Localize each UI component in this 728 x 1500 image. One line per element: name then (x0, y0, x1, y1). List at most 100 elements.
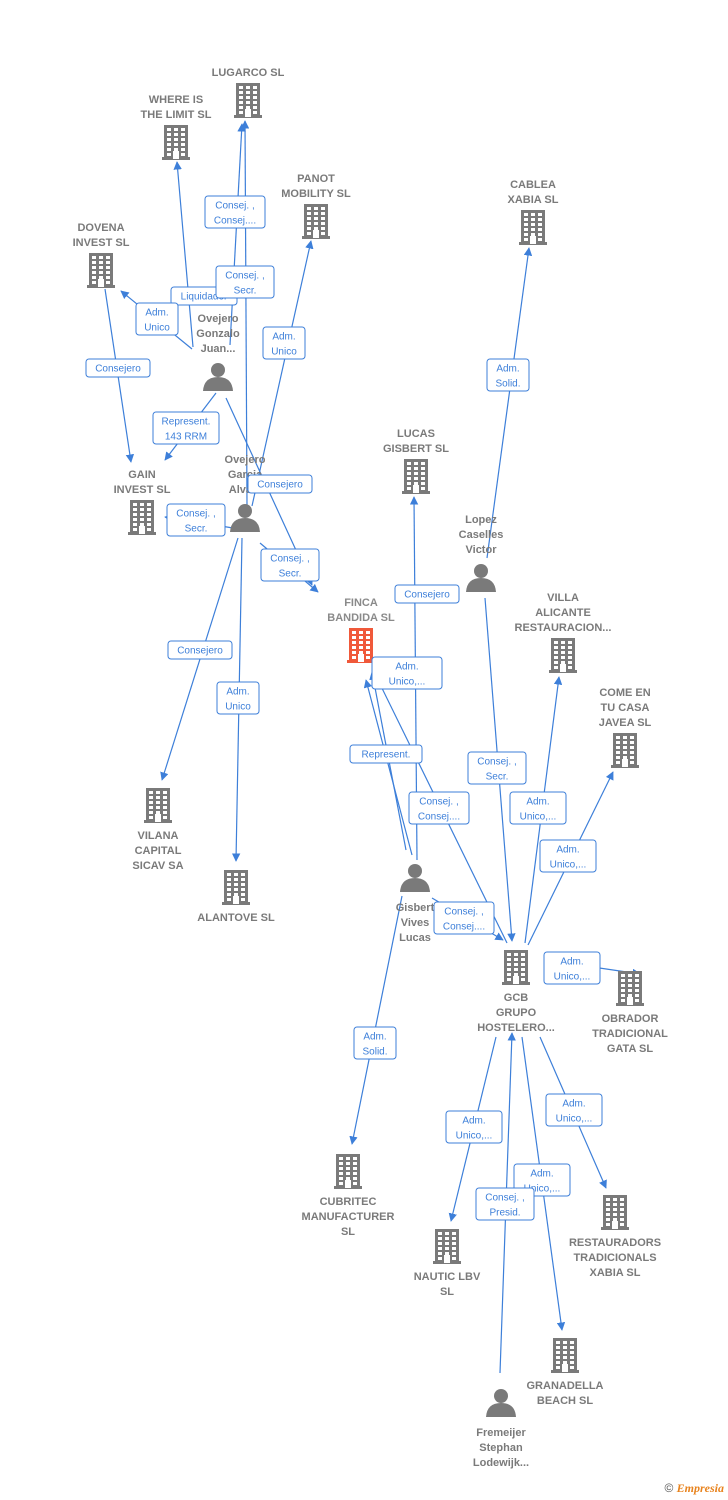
company-icon (519, 210, 547, 245)
relation-label[interactable]: Consejero (394, 584, 460, 604)
relation-label-box[interactable] (349, 744, 423, 764)
person-icon (486, 1389, 516, 1417)
relation-label[interactable]: Consej. ,Secr. (260, 548, 320, 582)
relation-label[interactable]: Adm.Unico,... (543, 951, 601, 985)
relation-label-box[interactable] (543, 951, 601, 985)
node-label: GCB (504, 992, 529, 1004)
node-label: GRANADELLA (527, 1380, 604, 1392)
node-fremeijer[interactable]: FremeijerStephanLodewijk... (473, 1389, 529, 1469)
node-label: VILANA (138, 830, 179, 842)
node-label: INVEST SL (73, 237, 130, 249)
relation-label-text: Presid. (489, 1208, 520, 1219)
relation-label[interactable]: Adm.Solid. (353, 1026, 397, 1060)
relation-label-box[interactable] (509, 791, 567, 825)
relation-label-text: Liquidador (181, 292, 228, 303)
relation-label-box[interactable] (262, 326, 306, 360)
person-icon (400, 864, 430, 892)
node-villa[interactable]: VILLAALICANTERESTAURACION... (515, 592, 612, 673)
relation-label[interactable]: Represent.143 RRM (152, 411, 220, 445)
node-gcb[interactable]: GCBGRUPOHOSTELERO... (477, 950, 555, 1034)
relation-label-box[interactable] (247, 474, 313, 494)
relation-label[interactable]: Consejero (167, 640, 233, 660)
relation-label[interactable]: Adm.Unico (262, 326, 306, 360)
node-ovejero_g[interactable]: OvejeroGonzaloJuan... (196, 313, 240, 391)
relation-label[interactable]: Adm.Solid. (486, 358, 530, 392)
relation-label[interactable]: Consejero (85, 358, 151, 378)
node-alantove[interactable]: ALANTOVE SL (197, 870, 275, 924)
relation-label-box[interactable] (166, 503, 226, 537)
relation-label[interactable]: Adm.Unico,... (371, 656, 443, 690)
company-icon (87, 253, 115, 288)
node-label: OBRADOR (602, 1013, 659, 1025)
relation-label-box[interactable] (445, 1110, 503, 1144)
relation-label-box[interactable] (408, 791, 470, 825)
relation-label-box[interactable] (167, 640, 233, 660)
relation-label[interactable]: Adm.Unico,... (539, 839, 597, 873)
relation-label-box[interactable] (135, 302, 179, 336)
relation-label-box[interactable] (216, 681, 260, 715)
relation-label[interactable]: Adm.Unico (216, 681, 260, 715)
node-label: Fremeijer (476, 1427, 526, 1439)
relation-label[interactable]: Adm.Unico,... (445, 1110, 503, 1144)
node-lugarco[interactable]: LUGARCO SL (212, 67, 285, 118)
relation-label[interactable]: Consejero (247, 474, 313, 494)
relation-label[interactable]: Adm.Unico,... (545, 1093, 603, 1127)
relation-label-box[interactable] (467, 751, 527, 785)
relation-label-box[interactable] (394, 584, 460, 604)
node-label: MANUFACTURER (302, 1211, 395, 1223)
relation-label[interactable]: Adm.Unico,... (509, 791, 567, 825)
relation-label-box[interactable] (371, 656, 443, 690)
relation-label-text: Unico (271, 347, 297, 358)
relation-label-text: Unico (225, 702, 251, 713)
relation-label-text: Unico,... (520, 812, 557, 823)
relation-label-box[interactable] (486, 358, 530, 392)
relation-label[interactable]: Adm.Unico (135, 302, 179, 336)
relation-label[interactable]: Consej. ,Presid. (475, 1187, 535, 1221)
relation-label-text: Adm. (556, 845, 579, 856)
relation-label-text: Consej. , (270, 554, 309, 565)
relation-label-text: Represent. (362, 750, 411, 761)
relation-label[interactable]: Represent. (349, 744, 423, 764)
relation-label-box[interactable] (215, 265, 275, 299)
relation-label-box[interactable] (260, 548, 320, 582)
relation-label-box[interactable] (152, 411, 220, 445)
relation-label[interactable]: Consej. ,Consej.... (433, 901, 495, 935)
relation-label-box[interactable] (545, 1093, 603, 1127)
footer: © Empresia (664, 1481, 724, 1496)
relation-label-box[interactable] (204, 195, 266, 229)
relation-label[interactable]: Consej. ,Consej.... (408, 791, 470, 825)
relation-label-box[interactable] (475, 1187, 535, 1221)
relation-label-box[interactable] (85, 358, 151, 378)
node-label: TRADICIONALS (573, 1252, 656, 1264)
node-label: Ovejero (198, 313, 239, 325)
company-icon (234, 83, 262, 118)
node-label: NAUTIC LBV (414, 1271, 481, 1283)
brand-logo[interactable]: Empresia (676, 1481, 724, 1495)
relation-label[interactable]: Consej. ,Secr. (215, 265, 275, 299)
relation-label[interactable]: Consej. ,Consej.... (204, 195, 266, 229)
relation-label-box[interactable] (353, 1026, 397, 1060)
relation-label[interactable]: Consej. ,Secr. (166, 503, 226, 537)
relation-label-text: Consejero (257, 480, 303, 491)
relation-label-box[interactable] (433, 901, 495, 935)
relation-label-box[interactable] (539, 839, 597, 873)
node-label: Caselles (459, 529, 504, 541)
relation-label[interactable]: Consej. ,Secr. (467, 751, 527, 785)
edge-ovejero_g-to-lugarco (229, 123, 246, 346)
